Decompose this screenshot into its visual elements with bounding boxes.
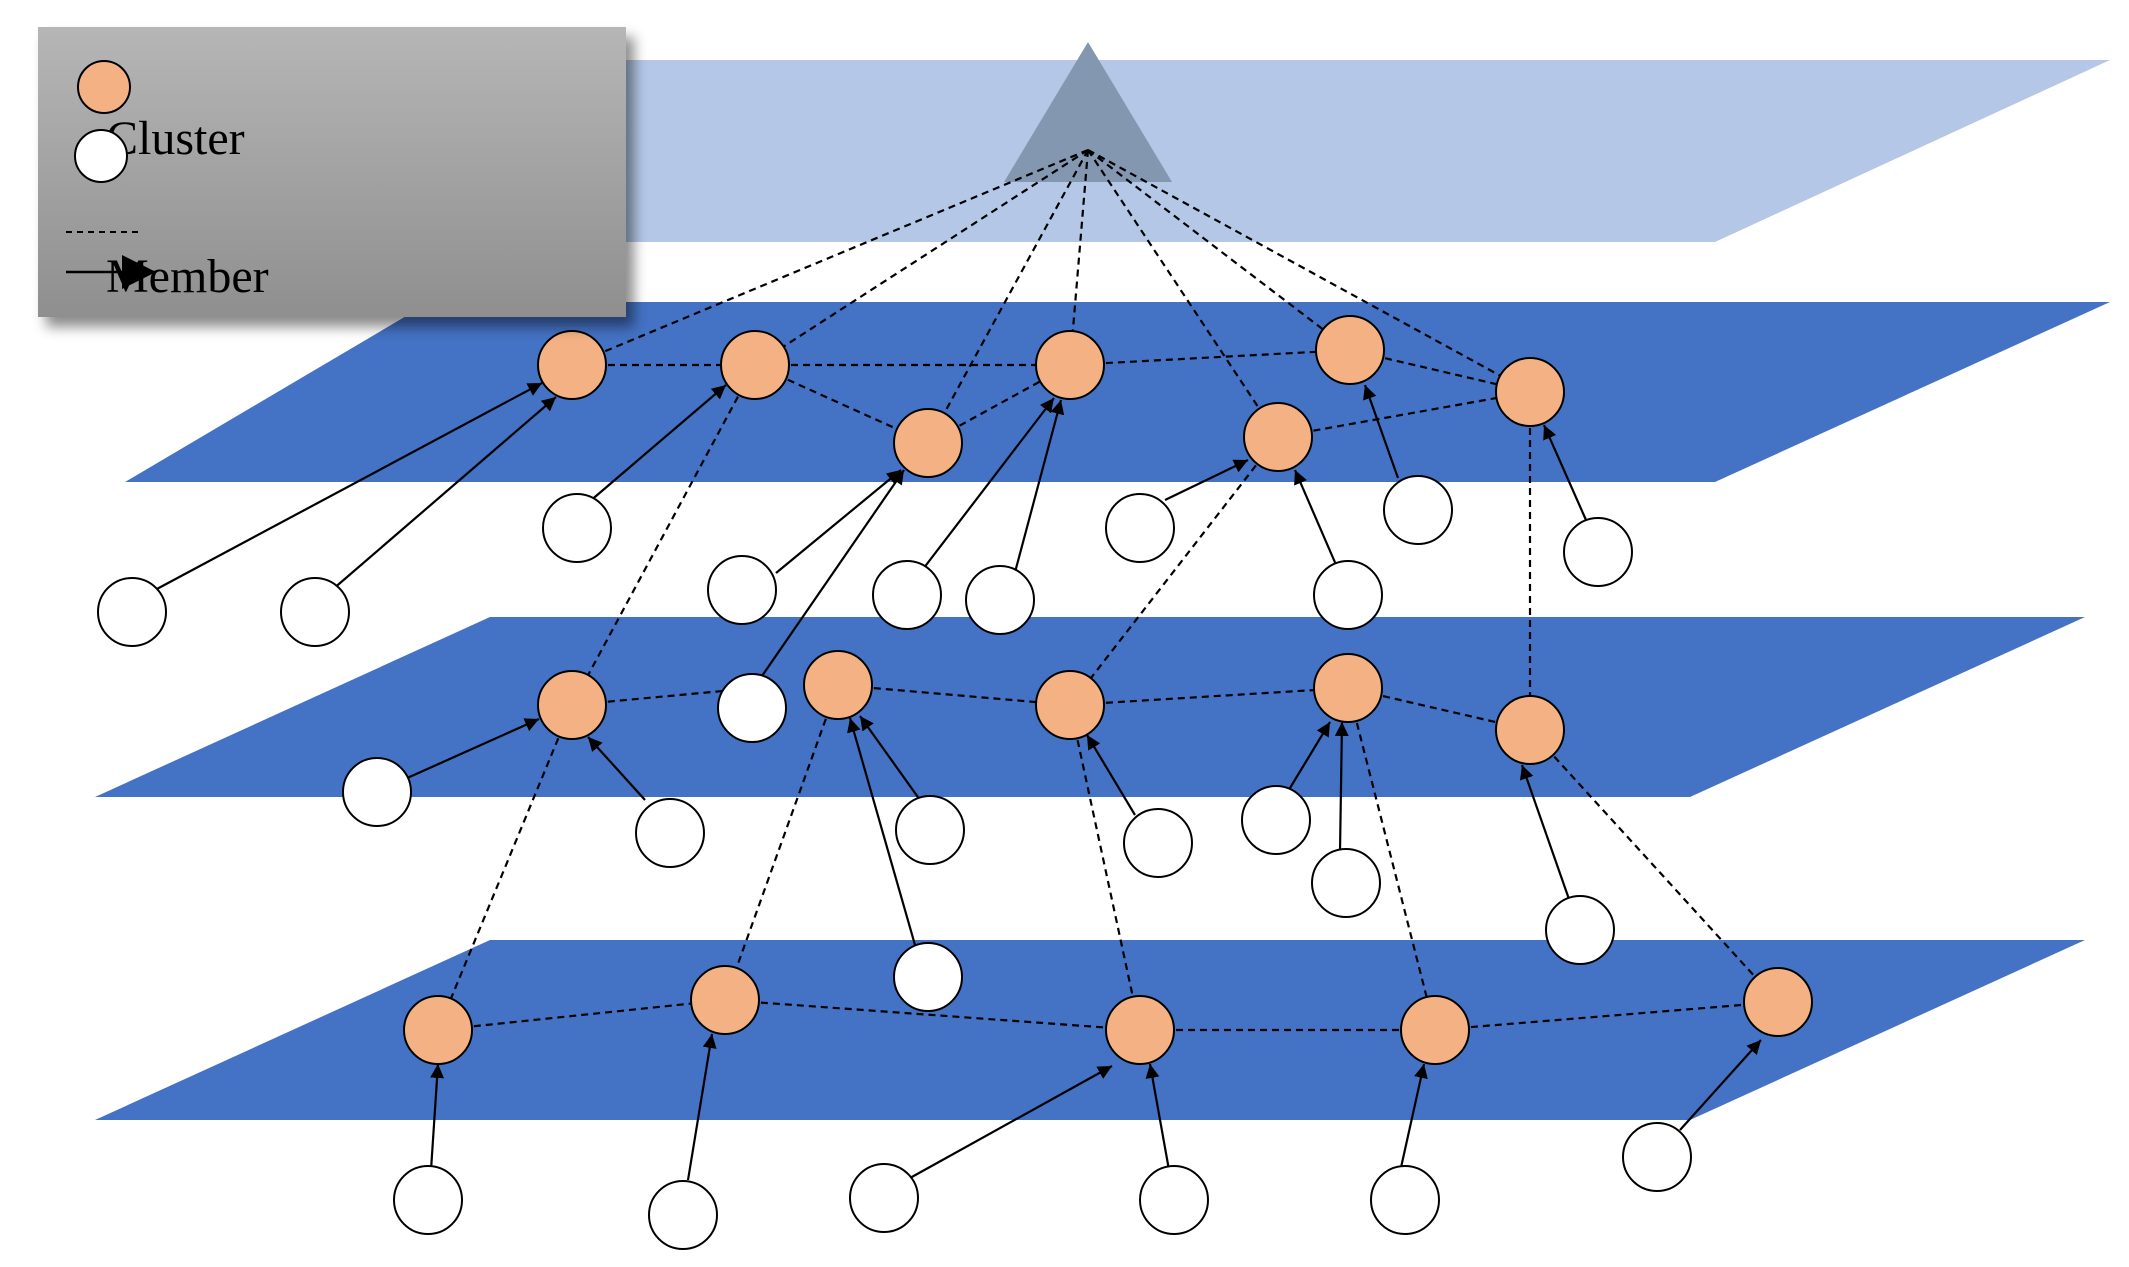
layer-plane-3 — [95, 940, 2085, 1120]
cluster-node — [1495, 357, 1565, 427]
member-node — [1383, 475, 1453, 545]
cluster-node — [1495, 695, 1565, 765]
member-nodes — [97, 475, 1692, 1250]
member-node — [635, 798, 705, 868]
cluster-node — [1243, 402, 1313, 472]
cluster-nodes — [403, 315, 1813, 1065]
member-node — [1139, 1165, 1209, 1235]
member-node — [965, 565, 1035, 635]
member-node — [849, 1163, 919, 1233]
top-plane — [200, 60, 2110, 242]
cluster-node — [803, 650, 873, 720]
member-node — [280, 577, 350, 647]
legend-cluster-label: Cluster — [106, 112, 245, 165]
member-node — [1563, 517, 1633, 587]
cluster-node — [1743, 967, 1813, 1037]
member-node — [1545, 895, 1615, 965]
member-node — [1241, 785, 1311, 855]
member-node — [872, 560, 942, 630]
member-node — [1313, 560, 1383, 630]
legend: Cluster Member — [38, 27, 626, 317]
arrow-icon — [66, 255, 156, 289]
member-node — [97, 577, 167, 647]
member-node — [895, 795, 965, 865]
cluster-node — [1105, 995, 1175, 1065]
cluster-node — [1315, 315, 1385, 385]
layer-plane-1 — [125, 302, 2110, 482]
member-node-icon — [74, 129, 128, 183]
member-node — [1622, 1122, 1692, 1192]
cluster-node-icon — [77, 60, 131, 114]
cluster-node — [537, 330, 607, 400]
member-node — [648, 1180, 718, 1250]
member-node — [542, 493, 612, 563]
member-node — [1105, 493, 1175, 563]
cluster-node — [893, 408, 963, 478]
cluster-node — [1400, 995, 1470, 1065]
cluster-node — [690, 965, 760, 1035]
dashed-line-icon — [66, 231, 142, 233]
member-node — [893, 942, 963, 1012]
cluster-node — [1035, 330, 1105, 400]
cluster-node — [537, 670, 607, 740]
member-arrows — [154, 382, 1762, 1181]
member-node — [342, 757, 412, 827]
cluster-node — [720, 330, 790, 400]
member-node — [393, 1165, 463, 1235]
member-node — [707, 555, 777, 625]
member-node — [1123, 808, 1193, 878]
cluster-node — [1313, 653, 1383, 723]
member-node — [1311, 848, 1381, 918]
cluster-node — [403, 995, 473, 1065]
member-node — [1370, 1165, 1440, 1235]
sink-triangle — [1004, 42, 1172, 182]
member-node — [717, 673, 787, 743]
cluster-node — [1035, 670, 1105, 740]
